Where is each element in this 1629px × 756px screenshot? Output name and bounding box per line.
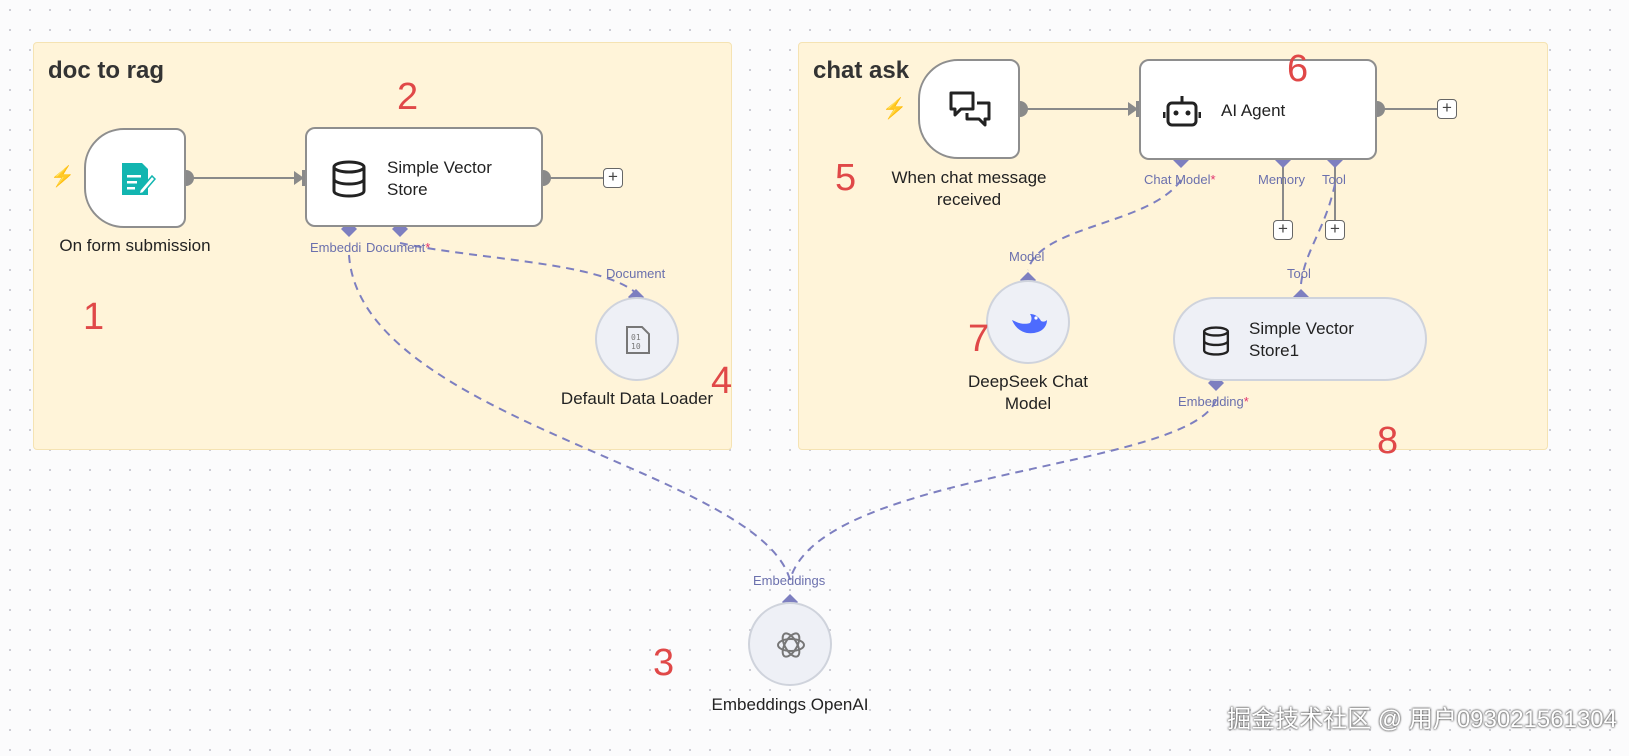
arrowheads — [294, 102, 1138, 185]
node-caption: When chat message received — [868, 167, 1070, 211]
node-caption: DeepSeek Chat Model — [938, 371, 1118, 415]
node-caption: Embeddings OpenAI — [711, 695, 869, 714]
annotation-number: 1 — [83, 296, 105, 338]
add-node-button[interactable]: + — [1437, 99, 1457, 119]
trigger-bolt-icon: ⚡ — [882, 98, 907, 120]
database-icon — [332, 160, 366, 198]
wire-loader-to-vector-store — [399, 242, 637, 294]
deepseek-whale-icon — [1012, 314, 1047, 334]
add-memory-button[interactable]: + — [1273, 220, 1293, 240]
wire-embeddings-to-vs1 — [789, 399, 1217, 581]
svg-text:01: 01 — [631, 333, 641, 342]
node-label-line: Simple Vector — [1249, 319, 1354, 338]
node-deepseek-chat-model[interactable] — [986, 280, 1070, 364]
node-label-line: Store1 — [1249, 341, 1300, 360]
annotation-number: 3 — [653, 642, 675, 684]
annotation-number: 6 — [1287, 48, 1309, 90]
node-caption: On form submission — [59, 236, 211, 255]
openai-icon — [777, 632, 805, 658]
add-tool-button[interactable]: + — [1325, 220, 1345, 240]
svg-text:10: 10 — [631, 342, 641, 351]
port-label-memory: Memory — [1258, 172, 1305, 187]
annotation-number: 2 — [397, 76, 419, 118]
port-label-chat-model: Chat Model* — [1144, 172, 1216, 187]
node-chat-trigger[interactable] — [918, 59, 1020, 159]
port-label-embedding: Embedding* — [1178, 394, 1249, 409]
caption-line: received — [936, 190, 1002, 209]
form-icon — [122, 163, 156, 196]
add-node-button[interactable]: + — [603, 168, 623, 188]
port-label-tool: Tool — [1322, 172, 1346, 187]
wire-embeddings-to-vector-store — [348, 254, 791, 581]
wire-deepseek-to-agent — [1027, 179, 1182, 271]
sticky-note-doc-to-rag[interactable]: doc to rag — [33, 42, 732, 450]
node-default-data-loader[interactable]: 01 10 — [595, 297, 679, 381]
caption-line: Model — [1004, 394, 1052, 413]
annotation-number: 4 — [711, 360, 733, 402]
trigger-bolt-icon: ⚡ — [50, 166, 75, 188]
port-label-embeddings: Embeddings — [753, 573, 826, 588]
node-label: AI Agent — [1221, 101, 1286, 120]
caption-line: When chat message — [891, 168, 1047, 187]
node-label-line: Simple Vector — [387, 158, 492, 177]
annotation-number: 7 — [968, 318, 990, 360]
chat-bubbles-icon — [949, 91, 991, 127]
annotation-number: 8 — [1377, 420, 1399, 462]
node-simple-vector-store[interactable]: Simple Vector Store — [305, 127, 543, 227]
port-label-tool: Tool — [1287, 266, 1311, 281]
node-embeddings-openai[interactable] — [748, 602, 832, 686]
binary-file-icon: 01 10 — [626, 326, 650, 354]
node-caption: Default Data Loader — [560, 389, 714, 408]
port-label-model: Model — [1009, 249, 1045, 264]
watermark: 掘金技术社区 @ 用户093021561304 — [1227, 706, 1617, 733]
node-form-submission[interactable] — [84, 128, 186, 228]
annotation-number: 5 — [835, 157, 857, 199]
sticky-title: chat ask — [813, 57, 910, 84]
node-simple-vector-store1[interactable]: Simple Vector Store1 — [1173, 297, 1427, 381]
caption-line: DeepSeek Chat — [967, 372, 1089, 391]
database-icon — [1202, 326, 1230, 356]
robot-icon — [1163, 96, 1201, 127]
wire-vs1-to-agent-tool — [1300, 183, 1336, 285]
port-label-document: Document* — [366, 240, 431, 255]
sticky-title: doc to rag — [48, 57, 165, 84]
port-label-document: Document — [606, 266, 666, 281]
node-ai-agent[interactable]: AI Agent — [1139, 59, 1377, 160]
node-label-line: Store — [387, 180, 428, 199]
port-label-embedding: Embeddi — [310, 240, 362, 255]
